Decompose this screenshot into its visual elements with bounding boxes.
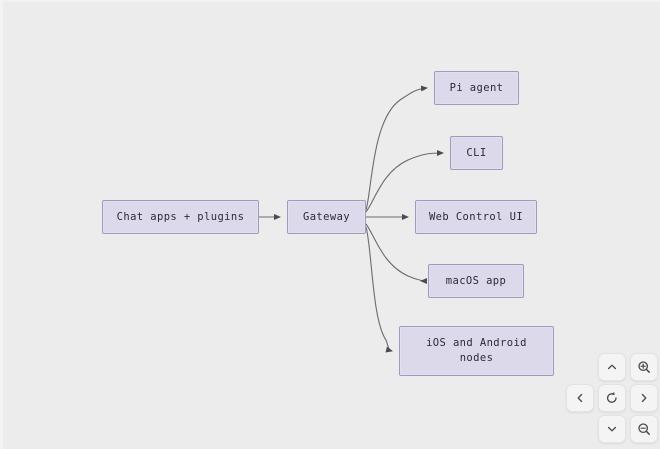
node-label: Web Control UI xyxy=(428,210,524,223)
canvas-top-edge xyxy=(0,0,660,2)
chevron-up-icon xyxy=(606,361,618,373)
zoom-out-button[interactable] xyxy=(630,415,658,443)
reset-view-button[interactable] xyxy=(598,384,626,412)
node-label: Pi agent xyxy=(449,81,504,94)
chevron-down-icon xyxy=(606,423,618,435)
zoom-in-button[interactable] xyxy=(630,353,658,381)
node-label: iOS and Android nodes xyxy=(426,337,527,364)
node-label: Gateway xyxy=(302,210,351,223)
pan-zoom-controls xyxy=(566,353,658,445)
node-cli[interactable]: CLI xyxy=(450,136,503,170)
node-ios-android-nodes[interactable]: iOS and Android nodes xyxy=(399,326,554,376)
node-pi-agent[interactable]: Pi agent xyxy=(434,71,519,105)
magnifier-minus-icon xyxy=(637,422,651,436)
node-gateway[interactable]: Gateway xyxy=(287,200,366,234)
chevron-left-icon xyxy=(574,392,586,404)
pan-right-button[interactable] xyxy=(630,384,658,412)
node-macos-app[interactable]: macOS app xyxy=(428,264,524,298)
edge-gateway-to-mobile-nodes xyxy=(365,226,393,353)
pan-left-button[interactable] xyxy=(566,384,594,412)
reset-circular-arrow-icon xyxy=(605,391,619,405)
node-chat-apps-plugins[interactable]: Chat apps + plugins xyxy=(102,200,259,234)
canvas-left-edge xyxy=(0,0,3,449)
magnifier-plus-icon xyxy=(637,360,651,374)
node-label: macOS app xyxy=(445,274,507,287)
edge-gateway-to-pi-agent xyxy=(365,85,428,211)
node-label: Chat apps + plugins xyxy=(116,210,245,223)
pan-up-button[interactable] xyxy=(598,353,626,381)
pan-down-button[interactable] xyxy=(598,415,626,443)
node-label: CLI xyxy=(466,146,487,159)
node-web-control-ui[interactable]: Web Control UI xyxy=(415,200,537,234)
chevron-right-icon xyxy=(638,392,650,404)
